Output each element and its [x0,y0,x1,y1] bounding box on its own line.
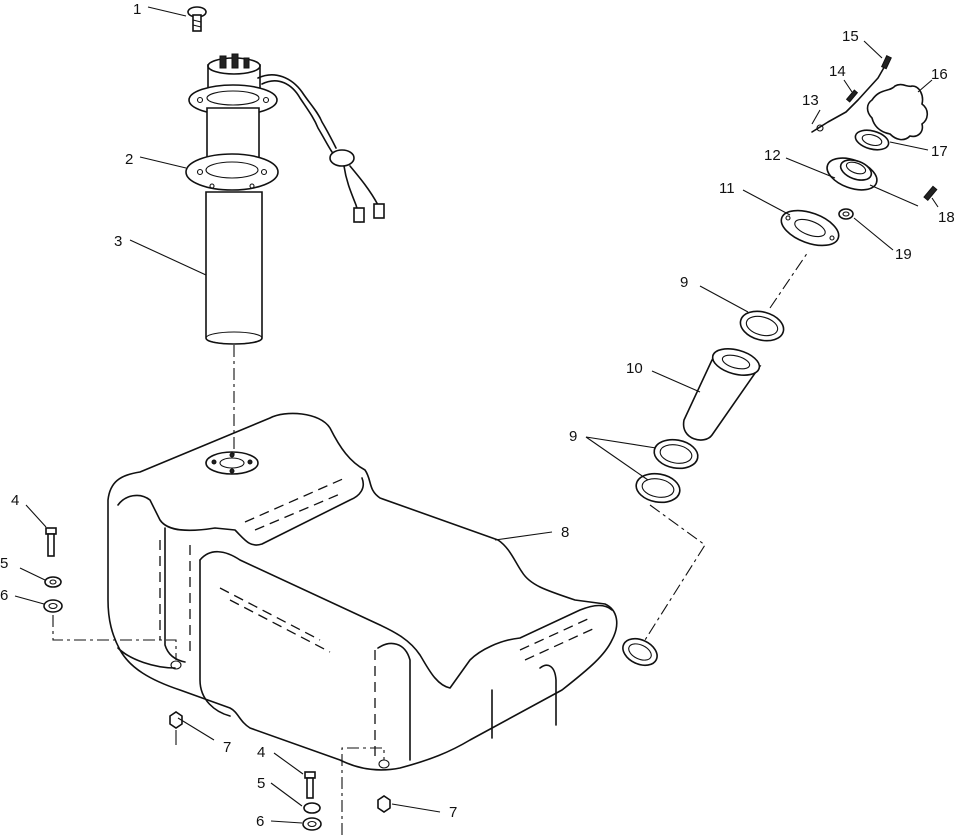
filler-assembly [635,55,938,641]
bottom-mounting-hardware [302,747,391,835]
callout-18: 18 [938,209,955,226]
callout-15: 15 [842,28,859,45]
callout-4-bottom: 4 [257,744,265,761]
callout-5-bottom: 5 [257,775,265,792]
callout-4-left: 4 [11,492,19,509]
callout-3: 3 [114,233,122,250]
callout-11: 11 [719,180,735,197]
callout-6-left: 6 [0,587,8,604]
fuel-pump-assembly [185,6,385,455]
callout-17: 17 [931,143,948,160]
callout-1: 1 [133,1,141,18]
callout-12: 12 [764,147,781,164]
callout-9-lower: 9 [569,428,577,445]
callout-9-upper: 9 [680,274,688,291]
callout-16: 16 [931,66,948,83]
callout-7-bottom: 7 [449,804,457,821]
fuel-tank [107,412,658,771]
leader-lines [14,6,939,824]
callout-14: 14 [829,63,846,80]
callout-6-bottom: 6 [256,813,264,830]
callout-5-left: 5 [0,555,8,572]
callout-2: 2 [125,151,133,168]
callout-7-left: 7 [223,739,231,756]
left-mounting-hardware [43,527,183,745]
callout-13: 13 [802,92,819,109]
callout-8: 8 [561,524,569,541]
callout-10: 10 [626,360,643,377]
callout-19: 19 [895,246,912,263]
